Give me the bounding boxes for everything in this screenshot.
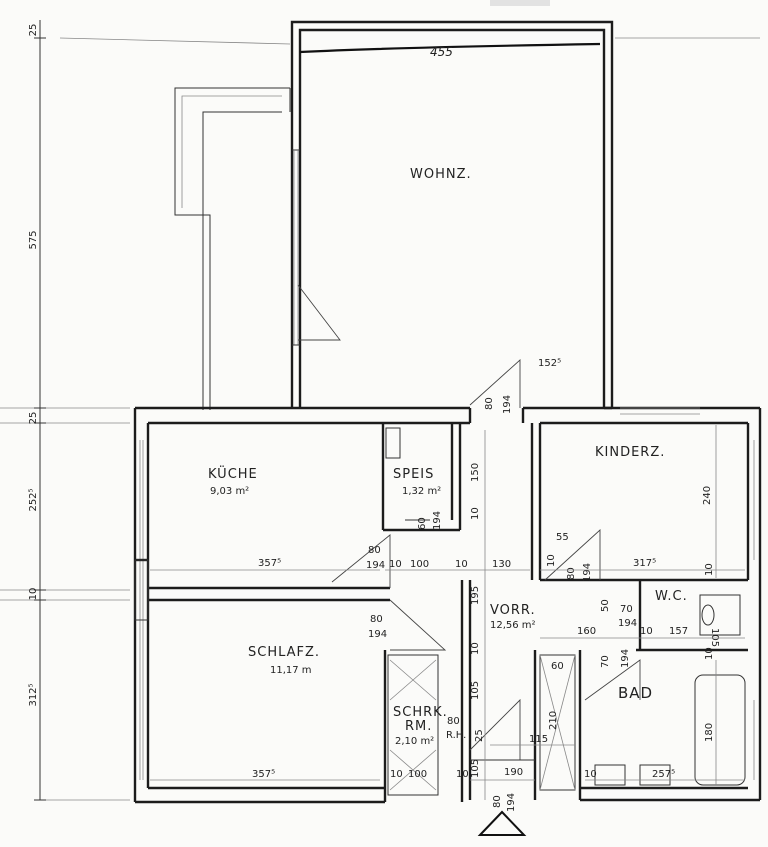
dim-190: 190 [504, 767, 523, 778]
room-schlafz: SCHLAFZ. [248, 645, 320, 660]
dim-55: 55 [556, 532, 569, 543]
dim-80f: 80 [566, 567, 577, 580]
dim-50: 50 [600, 599, 611, 612]
exterior-walls [133, 20, 762, 804]
room-vorr: VORR. [490, 603, 536, 618]
dim-180: 180 [704, 723, 715, 742]
room-bad: BAD [618, 684, 653, 702]
dim-240: 240 [702, 486, 713, 505]
room-speis: SPEIS [393, 467, 434, 482]
dim-80b: 80 [368, 545, 381, 556]
dim-25: 25 [474, 729, 485, 742]
dim-10e: 10 [390, 769, 403, 780]
dim-60a: 60 [417, 517, 428, 530]
dim-194a: 194 [502, 395, 513, 414]
dim-194h: 194 [620, 649, 631, 668]
dim-10b: 10 [455, 559, 468, 570]
dim-210: 210 [548, 711, 559, 730]
left-dim-6: 312⁵ [28, 683, 39, 706]
left-dim-1: 25 [28, 24, 39, 37]
dim-194b: 194 [366, 560, 385, 571]
dim-194f: 194 [582, 563, 593, 582]
left-dimension-line: 25 575 25 252⁵ 10 312⁵ [28, 20, 46, 801]
left-dim-4: 252⁵ [28, 488, 39, 511]
area-kueche: 9,03 m² [210, 486, 249, 497]
dim-70a: 70 [620, 604, 633, 615]
dimensions: 152⁵ 80 194 357⁵ 80 194 10 100 10 130 15… [150, 358, 745, 812]
dim-105b: 105 [470, 759, 481, 778]
dim-10d: 10 [470, 642, 481, 655]
left-dim-2: 575 [28, 230, 39, 249]
area-schrk: 2,10 m² [395, 736, 434, 747]
room-wohnz: WOHNZ. [410, 167, 472, 182]
dim-157: 157 [669, 626, 688, 637]
dim-100a: 100 [410, 559, 429, 570]
dim-80a: 80 [484, 397, 495, 410]
dim-3175: 317⁵ [633, 558, 656, 569]
dim-105c: 105 [709, 628, 720, 647]
entrance-marker-icon [477, 810, 527, 836]
dim-80e: 80 [492, 795, 503, 808]
dim-10a: 10 [389, 559, 402, 570]
dim-194d: 194 [368, 629, 387, 640]
dim-3575a: 357⁵ [258, 558, 281, 569]
room-kinderz: KINDERZ. [595, 445, 665, 460]
dim-80c: 80 [370, 614, 383, 625]
label-rh: R.H. [446, 730, 466, 741]
dim-1525: 152⁵ [538, 358, 561, 369]
windows [139, 149, 755, 780]
area-vorr: 12,56 m² [490, 620, 536, 631]
dim-60b: 60 [551, 661, 564, 672]
dim-150: 150 [470, 463, 481, 482]
dim-160: 160 [577, 626, 596, 637]
interior-walls [134, 423, 748, 802]
left-dim-5: 10 [28, 588, 39, 601]
dim-10g: 10 [546, 554, 557, 567]
dim-105a: 105 [470, 681, 481, 700]
scan-artifacts [0, 0, 760, 801]
dim-10c: 10 [470, 507, 481, 520]
dim-10k: 10 [584, 769, 597, 780]
balcony-outline [174, 87, 291, 410]
dim-3575b: 357⁵ [252, 769, 275, 780]
dim-115: 115 [529, 734, 548, 745]
dim-2575: 257⁵ [652, 769, 675, 780]
left-dim-3: 25 [28, 412, 39, 425]
dim-195: 195 [470, 586, 481, 605]
area-speis: 1,32 m² [402, 486, 441, 497]
dim-10i: 10 [640, 626, 653, 637]
handwritten-width-label: 455 [430, 45, 453, 59]
dim-80d: 80 [447, 716, 460, 727]
dim-194g: 194 [618, 618, 637, 629]
dim-10f: 10 [456, 769, 469, 780]
dim-130: 130 [492, 559, 511, 570]
dim-70b: 70 [600, 655, 611, 668]
room-kueche: KÜCHE [208, 465, 258, 482]
dim-194c: 194 [432, 511, 443, 530]
room-wc: W.C. [655, 589, 688, 604]
dim-100b: 100 [408, 769, 427, 780]
dim-10j: 10 [704, 647, 715, 660]
handwritten-width: 455 [299, 42, 601, 59]
dim-194e: 194 [506, 793, 517, 812]
room-schrk-rm: RM. [405, 719, 432, 734]
area-schlafz: 11,17 m [270, 665, 312, 676]
room-schrk: SCHRK. [393, 705, 448, 720]
